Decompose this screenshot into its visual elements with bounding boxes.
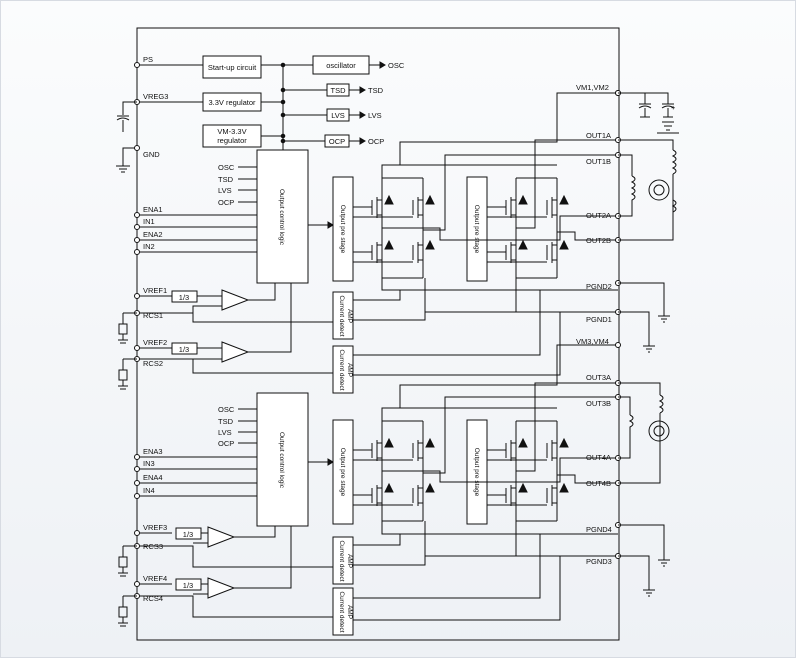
- lvs-block-label: LVS: [331, 111, 345, 120]
- logic1-input-lvs: LVS: [218, 186, 232, 195]
- current-detect-amp-3: [332, 536, 354, 585]
- oscillator-label: oscillator: [326, 61, 356, 70]
- pin-pgnd3: PGND3: [586, 557, 612, 566]
- current-detect-amp-1-label-2: AMP: [346, 309, 353, 323]
- h-bridge-1: [353, 154, 618, 279]
- osc-output-label: OSC: [388, 61, 405, 70]
- pin-rcs4: RCS4: [143, 594, 163, 603]
- pin-out1b: OUT1B: [586, 157, 611, 166]
- current-detect-amp-2-label-2: AMP: [346, 363, 353, 377]
- current-detect-amp-2-label-1: Current detect: [338, 349, 345, 390]
- pin-gnd: GND: [143, 150, 160, 159]
- current-detect-amp-1: [332, 291, 354, 340]
- output-control-logic-2-label: Output control logic: [278, 432, 285, 489]
- output-pre-stage-3-label: Output pre stage: [339, 448, 346, 497]
- pin-out4a: OUT4A: [586, 453, 611, 462]
- divider-1-label: 1/3: [179, 293, 189, 302]
- output-pre-stage-1: [332, 176, 354, 282]
- output-control-logic-2: [256, 392, 309, 527]
- pin-pgnd2: PGND2: [586, 282, 612, 291]
- divider-4-label: 1/3: [183, 581, 193, 590]
- pin-vm34: VM3,VM4: [576, 337, 609, 346]
- pin-vref1: VREF1: [143, 286, 167, 295]
- tsd-block-label: TSD: [331, 86, 347, 95]
- logic2-input-ocp: OCP: [218, 439, 234, 448]
- tsd-output-label: TSD: [368, 86, 384, 95]
- h-bridge-4: [487, 382, 618, 522]
- output-pre-stage-1-label: Output pre stage: [339, 205, 346, 254]
- output-pre-stage-2-label: Output pre stage: [473, 205, 480, 254]
- h-bridge-2: [487, 139, 618, 279]
- regulator-3v3-label: 3.3V regulator: [208, 98, 256, 107]
- pin-out1a: OUT1A: [586, 131, 611, 140]
- current-detect-amp-4-label-2: AMP: [346, 605, 353, 619]
- startup-circuit-block: [202, 55, 262, 79]
- pin-ena2: ENA2: [143, 230, 163, 239]
- output-control-logic-1-label: Output control logic: [278, 189, 285, 246]
- logic2-input-lvs: LVS: [218, 428, 232, 437]
- pin-in3: IN3: [143, 459, 155, 468]
- logic1-input-tsd: TSD: [218, 175, 234, 184]
- pin-out2b: OUT2B: [586, 236, 611, 245]
- output-pre-stage-2: [466, 176, 488, 282]
- comparator-4: [207, 577, 236, 599]
- logic2-input-tsd: TSD: [218, 417, 234, 426]
- output-control-logic-1: [256, 149, 309, 284]
- current-detect-amp-3-label-1: Current detect: [338, 540, 345, 581]
- pin-in2: IN2: [143, 242, 155, 251]
- pin-pgnd1: PGND1: [586, 315, 612, 324]
- lvs-output-label: LVS: [368, 111, 382, 120]
- current-detect-amp-3-label-2: AMP: [346, 554, 353, 568]
- svg-text:+: +: [671, 103, 676, 112]
- pin-vm12: VM1,VM2: [576, 83, 609, 92]
- logic1-input-osc: OSC: [218, 163, 235, 172]
- logic1-input-ocp: OCP: [218, 198, 234, 207]
- divider-2-label: 1/3: [179, 345, 189, 354]
- pin-rcs1: RCS1: [143, 311, 163, 320]
- output-pre-stage-4-label: Output pre stage: [473, 448, 480, 497]
- stepper-motor-2: [618, 382, 670, 484]
- vm-regulator-label-1: VM-3.3V: [217, 127, 246, 136]
- comparator-1: [221, 289, 250, 311]
- vm-regulator-label-2: regulator: [217, 136, 247, 145]
- output-pre-stage-4: [466, 419, 488, 525]
- stepper-motor-1: [618, 139, 677, 241]
- pin-vref4: VREF4: [143, 574, 167, 583]
- pin-vref3: VREF3: [143, 523, 167, 532]
- pin-ps: PS: [143, 55, 153, 64]
- output-pre-stage-3: [332, 419, 354, 525]
- pin-rcs2: RCS2: [143, 359, 163, 368]
- pin-in1: IN1: [143, 217, 155, 226]
- external-supply-capacitor: +: [618, 92, 679, 134]
- comparator-2: [221, 341, 250, 363]
- current-detect-amp-4: [332, 587, 354, 636]
- pin-pgnd4: PGND4: [586, 525, 612, 534]
- current-detect-amp-1-label-1: Current detect: [338, 295, 345, 336]
- ocp-block-label: OCP: [329, 137, 345, 146]
- ocp-output-label: OCP: [368, 137, 384, 146]
- pin-ena4: ENA4: [143, 473, 163, 482]
- current-detect-amp-4-label-1: Current detect: [338, 591, 345, 632]
- chip-outline: [136, 27, 620, 641]
- pin-out3a: OUT3A: [586, 373, 611, 382]
- pin-out2a: OUT2A: [586, 211, 611, 220]
- pin-vreg3: VREG3: [143, 92, 168, 101]
- pin-in4: IN4: [143, 486, 155, 495]
- pin-vref2: VREF2: [143, 338, 167, 347]
- divider-3-label: 1/3: [183, 530, 193, 539]
- h-bridge-3: [353, 396, 618, 522]
- pin-ena1: ENA1: [143, 205, 163, 214]
- comparator-3: [207, 526, 236, 548]
- logic2-input-osc: OSC: [218, 405, 235, 414]
- current-detect-amp-2: [332, 345, 354, 394]
- pin-out4b: OUT4B: [586, 479, 611, 488]
- pin-ena3: ENA3: [143, 447, 163, 456]
- startup-circuit-label: Start-up circuit: [208, 63, 257, 72]
- pin-out3b: OUT3B: [586, 399, 611, 408]
